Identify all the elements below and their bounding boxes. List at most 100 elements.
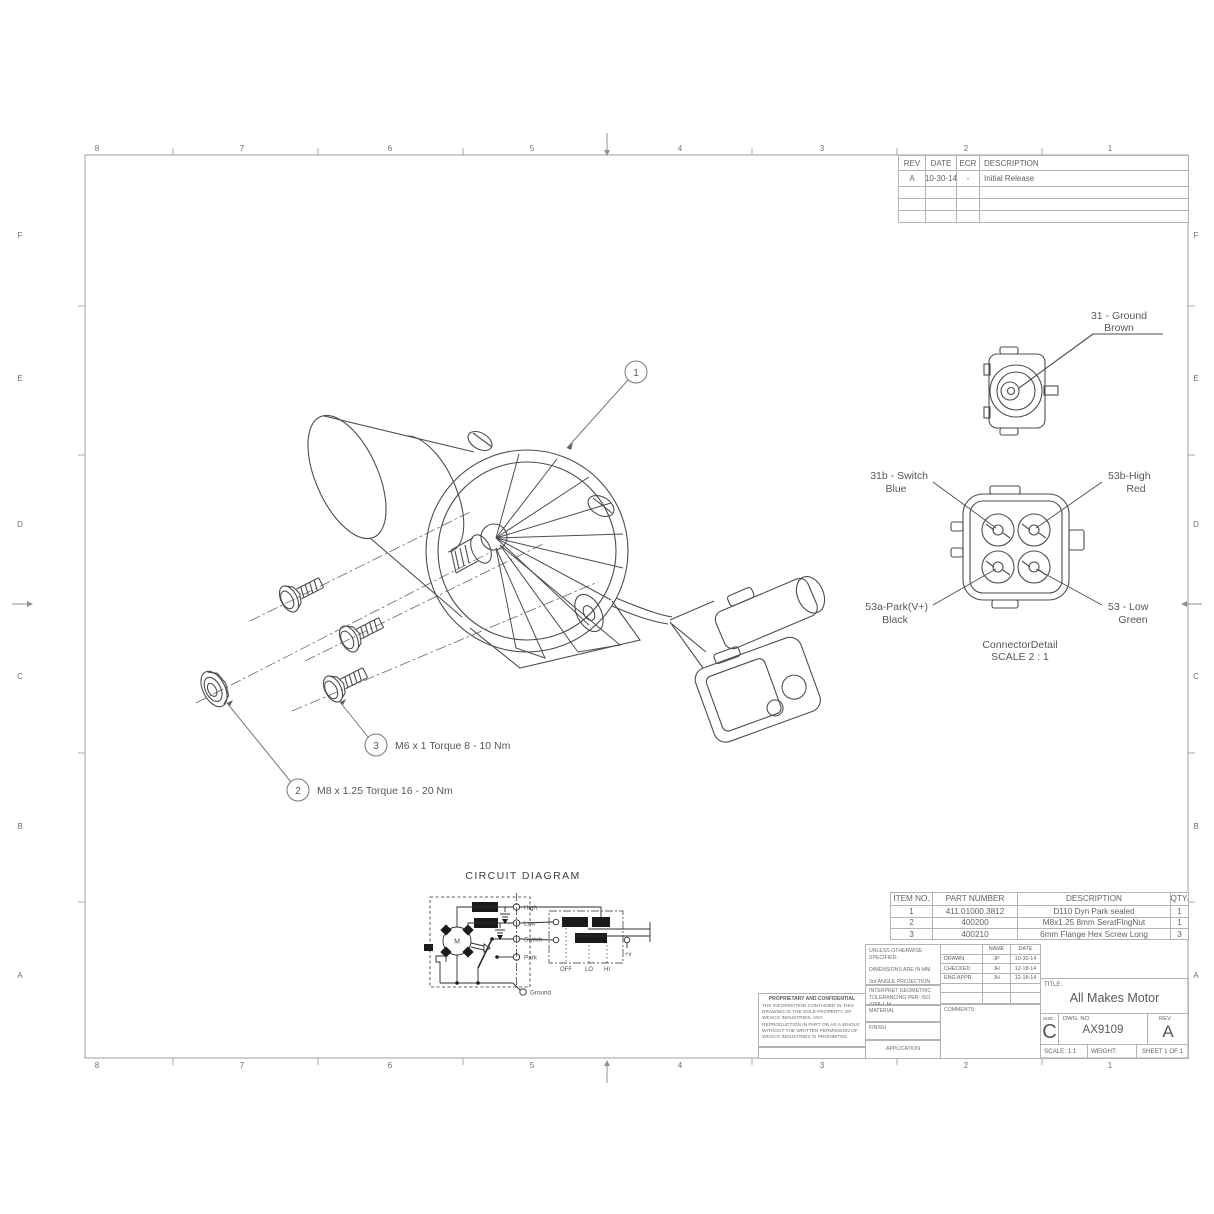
pin-high-color: Red: [1126, 483, 1145, 495]
comments-cell: COMMENTS:: [940, 1004, 1041, 1059]
application-cell: APPLICATION: [865, 1040, 941, 1059]
flange-nut: [200, 670, 230, 708]
terminal-switch-label: Switch: [524, 937, 543, 944]
zone-col-label: 4: [678, 1061, 683, 1070]
parts-cell: 6mm Flange Hex Screw Long: [1018, 929, 1171, 939]
revision-table: REV DATE ECR DESCRIPTION A 10-30-14 - In…: [898, 155, 1189, 223]
engappr-label: ENG APPR.: [941, 974, 983, 984]
torque-note-2: M8 x 1.25 Torque 16 - 20 Nm: [317, 785, 453, 797]
exploded-view-art: [195, 360, 826, 802]
rev-header-ecr: ECR: [957, 156, 980, 171]
zone-row-label: F: [1194, 231, 1199, 240]
zone-col-label: 3: [820, 1061, 825, 1070]
zone-col-label: 8: [95, 1061, 100, 1070]
dwg-no-label: DWG. NO.: [1063, 1016, 1091, 1022]
parts-cell: 411.01000.3812: [933, 905, 1018, 918]
balloon-1: 1: [633, 368, 639, 379]
drawn-label: DRAWN: [941, 954, 983, 965]
size-label: SIZE: [1043, 1016, 1054, 1021]
sheet-value: SHEET 1 OF 1: [1141, 1048, 1184, 1055]
approval-col-name: NAME: [983, 945, 1011, 955]
exploded-view-labels: 1 2 3 M6 x 1 Torque 8 - 10 Nm M8 x 1.25 …: [295, 368, 639, 797]
zone-row-label: E: [17, 374, 22, 383]
zone-labels: 8 7 6 5 4 3 2 1 8 7 6 5 4 3 2 1 F E D C …: [17, 144, 1199, 1070]
zone-row-label: D: [1193, 520, 1199, 529]
parts-cell: M8x1.25 8mm SeratFlngNut: [1018, 917, 1171, 929]
unless-otherwise-note: UNLESS OTHERWISE SPECIFIED:: [869, 948, 923, 962]
rev-cell-block: REV A: [1148, 1014, 1188, 1044]
parts-cell: 400200: [933, 917, 1018, 929]
engappr-name: JH: [983, 974, 1011, 984]
terminal-high-label: High: [524, 905, 537, 912]
pin-park-label: 53a-Park(V+): [865, 601, 928, 613]
parts-cell: D110 Dyn Park sealed: [1018, 905, 1171, 918]
pin-switch-label: 31b - Switch: [870, 470, 928, 482]
rev-cell: Initial Release: [980, 171, 1188, 187]
zone-col-label: 5: [530, 1061, 535, 1070]
zone-col-label: 1: [1108, 1061, 1113, 1070]
rev-label: REV: [1159, 1016, 1171, 1022]
switch-pos-hi-label: HI: [604, 967, 610, 973]
checked-name: JH: [983, 964, 1011, 974]
parts-header: QTY.: [1171, 893, 1188, 906]
proprietary-heading: PROPRIETARY AND CONFIDENTIAL: [768, 996, 856, 1002]
parts-cell: 400210: [933, 929, 1018, 939]
balloon-3: 3: [373, 741, 379, 752]
material-cell: MATERIAL: [865, 1005, 941, 1022]
rev-header-rev: REV: [899, 156, 926, 171]
pin-park-color: Black: [882, 614, 908, 626]
checked-label: CHECKED: [941, 964, 983, 974]
rev-header-date: DATE: [926, 156, 957, 171]
rev-value: A: [1162, 1022, 1174, 1041]
approval-table: NAME DATE DRAWN JP 10-30-14 CHECKED JH 1…: [940, 944, 1041, 1004]
switch-pos-off-label: OFF: [560, 967, 572, 973]
terminal-park-label: Park: [524, 955, 538, 962]
dwg-no-value: AX9109: [1082, 1024, 1124, 1036]
parts-cell: 1: [891, 905, 933, 918]
scale-weight-sheet-row: SCALE: 1:1 WEIGHT: SHEET 1 OF 1: [1041, 1045, 1188, 1058]
zone-row-label: A: [1193, 971, 1199, 980]
dimensions-note: DIMENSIONS ARE IN MM: [869, 967, 931, 974]
rev-cell: A: [899, 171, 926, 187]
parts-cell: 2: [891, 917, 933, 929]
parts-cell: 3: [1177, 929, 1182, 939]
balloon-2: 2: [295, 786, 301, 797]
rev-cell: 10-30-14: [926, 171, 957, 187]
zone-row-label: B: [17, 822, 22, 831]
connector-detail-caption: ConnectorDetail: [982, 639, 1057, 651]
zone-col-label: 3: [820, 144, 825, 153]
parts-cell: 1: [1171, 906, 1188, 918]
finish-cell: FINISH: [865, 1022, 941, 1040]
circuit-diagram-labels: M High Low Switch Park Ground OFF LO HI …: [454, 905, 631, 997]
rev-header-description: DESCRIPTION: [980, 156, 1188, 171]
connector-detail-art: [932, 481, 1103, 609]
harness-ground-connector: [714, 576, 826, 650]
zone-col-label: 7: [240, 144, 245, 153]
parts-header: PART NUMBER: [933, 893, 1018, 906]
ground-connector-detail-art: [983, 333, 1163, 436]
parts-cell: 1: [1171, 918, 1188, 929]
material-label: MATERIAL: [869, 1008, 895, 1014]
ground-wire-color: Brown: [1104, 322, 1134, 334]
application-label: APPLICATION: [886, 1045, 920, 1052]
pin-high-label: 53b-High: [1108, 470, 1151, 482]
finish-label: FINISH: [869, 1025, 887, 1031]
zone-row-label: F: [18, 231, 23, 240]
title-block-empty-cell: [758, 1047, 866, 1059]
pin-switch-color: Blue: [885, 483, 906, 495]
zone-col-label: 7: [240, 1061, 245, 1070]
drawn-date: 10-30-14: [1011, 955, 1040, 965]
zone-row-label: C: [1193, 672, 1199, 681]
ground-connector-labels: 31 - Ground Brown: [1091, 310, 1147, 334]
title-label: TITLE:: [1044, 982, 1063, 988]
proprietary-body: THE INFORMATION CONTAINED IN THIS DRAWIN…: [762, 1003, 860, 1041]
torque-note-3: M6 x 1 Torque 8 - 10 Nm: [395, 740, 511, 752]
zone-col-label: 6: [388, 144, 393, 153]
tolerance-notes: UNLESS OTHERWISE SPECIFIED: DIMENSIONS A…: [865, 944, 941, 985]
size-cell: SIZE C: [1041, 1014, 1059, 1044]
zone-col-label: 5: [530, 144, 535, 153]
title-row: TITLE: All Makes Motor: [1041, 979, 1188, 1014]
pin-low-label: 53 - Low: [1108, 601, 1149, 613]
connector-detail-labels: 31b - Switch Blue 53b-High Red 53a-Park(…: [865, 470, 1151, 663]
zone-row-label: D: [17, 520, 23, 529]
